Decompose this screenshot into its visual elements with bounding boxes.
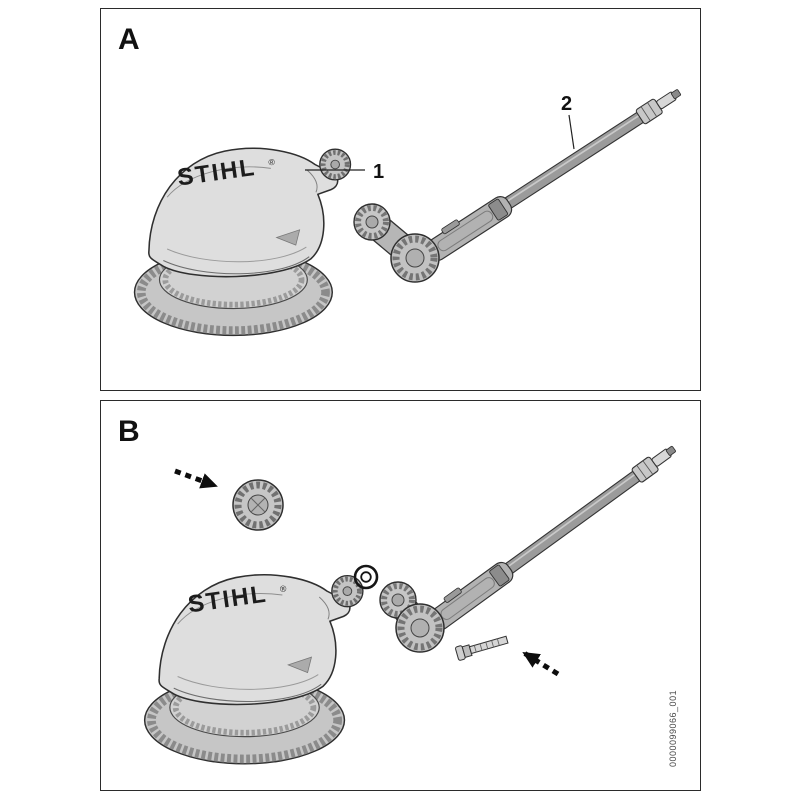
part-label-1: 1: [373, 161, 384, 183]
spray-lance-illustration: [353, 89, 681, 283]
assembly-arrow-screw-icon: [522, 650, 560, 677]
panel-b: B: [100, 400, 701, 791]
brand-registered-mark: ®: [268, 157, 276, 168]
panel-a-canvas: A: [118, 23, 681, 337]
panel-b-label: B: [118, 415, 140, 448]
spray-lance-illustration: [379, 445, 676, 653]
o-ring-illustration: [353, 564, 379, 590]
lance-union-nut-icon: [390, 233, 440, 283]
brush-coupling-knob-icon: [331, 574, 364, 608]
wash-brush-illustration: STIHL ®: [133, 147, 352, 337]
brush-housing: [148, 147, 339, 278]
lance-tube: [425, 89, 681, 262]
coupling-nut-illustration: [232, 479, 284, 531]
part-label-2: 2: [561, 93, 572, 115]
panel-a: A: [100, 8, 701, 391]
brush-housing: [158, 574, 351, 706]
lance-swivel-knob-icon: [353, 203, 391, 241]
doc-number-text: 0000099066_001: [668, 690, 678, 767]
panel-b-canvas: B: [118, 415, 678, 767]
assembly-arrow-nut-icon: [174, 468, 218, 489]
brush-coupling-knob-icon: [319, 148, 352, 181]
lance-union-nut-icon: [395, 603, 445, 653]
lance-tube: [428, 445, 676, 631]
panel-a-label: A: [118, 23, 140, 56]
screw-illustration: [455, 635, 509, 661]
wash-brush-illustration: STIHL ®: [143, 574, 364, 765]
label-2-leader-line: [568, 114, 575, 150]
brand-registered-mark: ®: [279, 583, 287, 594]
